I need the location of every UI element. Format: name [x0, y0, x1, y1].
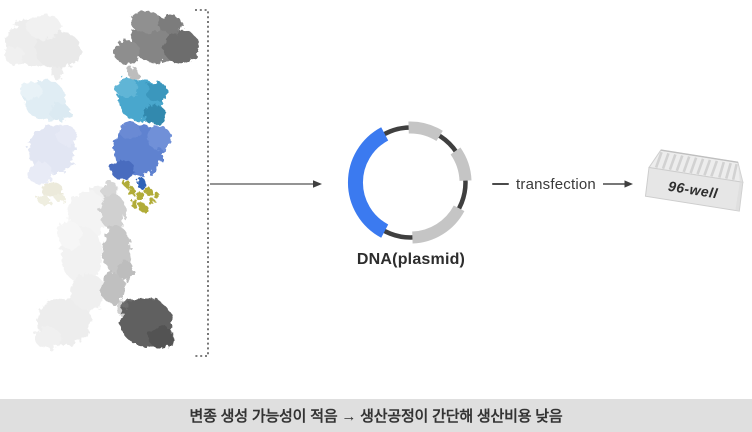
antibody-structure-illustration [4, 11, 199, 349]
leading-dash [492, 183, 509, 185]
caption-text: 변종 생성 가능성이 적음 → 생산공정이 간단해 생산비용 낮음 [189, 408, 563, 425]
96-well-plate-illustration: 96-well [644, 149, 744, 212]
transfection-label: transfection [516, 175, 596, 193]
plasmid-diagram [347, 121, 472, 244]
arrow-right-icon [602, 180, 633, 188]
plasmid-gray-segments [408, 121, 472, 244]
plate-label: 96-well [667, 178, 720, 202]
plasmid-label: DNA(plasmid) [356, 251, 466, 268]
transfection-step: transfection [492, 175, 633, 193]
plasmid-insert-blue-arc [347, 127, 389, 238]
caption-bar: 변종 생성 가능성이 적음 → 생산공정이 간단해 생산비용 낮음 [0, 399, 752, 432]
arrow-right-icon [313, 180, 322, 188]
plate-body: 96-well [644, 149, 744, 212]
antibody-blob-cluster [4, 11, 199, 349]
